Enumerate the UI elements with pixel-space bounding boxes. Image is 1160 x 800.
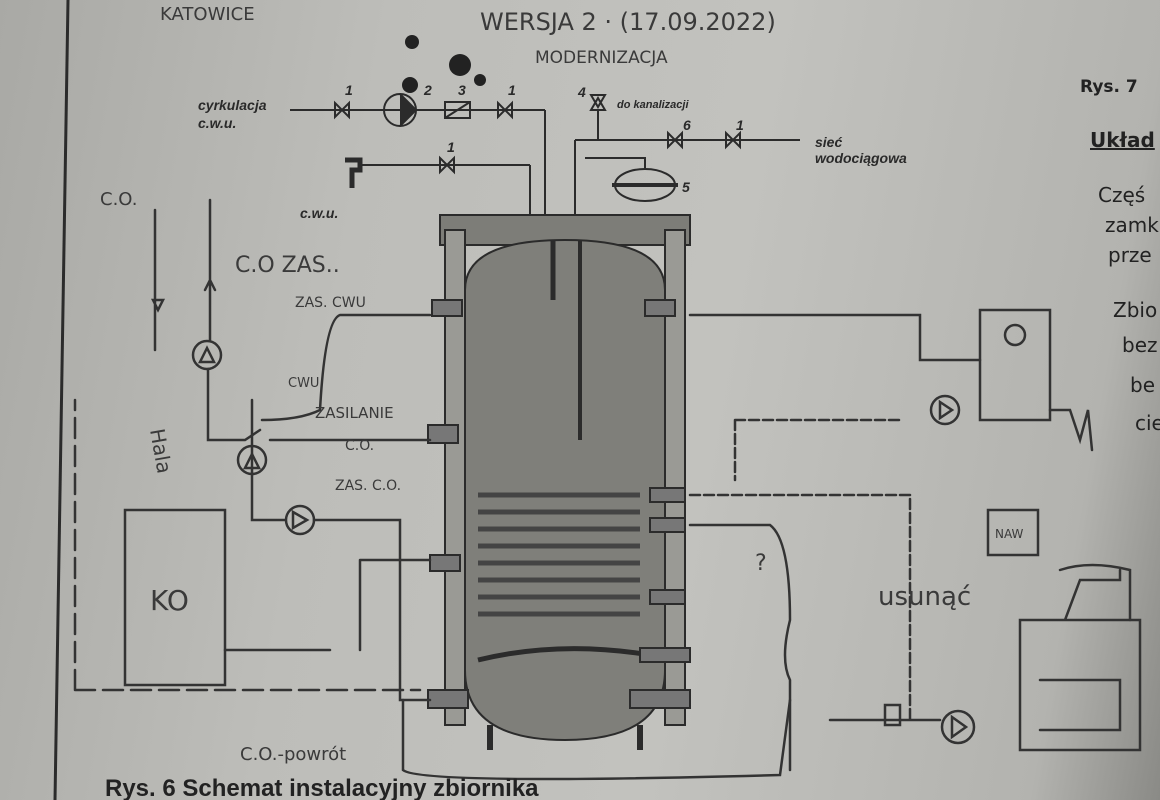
part-number: 1: [736, 117, 744, 133]
section-heading: Układ: [1090, 128, 1155, 152]
co-note: C.O.: [100, 189, 137, 210]
heating-coil: [478, 492, 640, 617]
safety-valve-icon: [589, 94, 607, 111]
filter-icon: [444, 101, 471, 119]
pump-icon: [284, 504, 316, 536]
cwu-label: c.w.u.: [198, 115, 236, 131]
co-supply-note: C.O ZAS..: [235, 253, 340, 278]
part-number: 1: [447, 139, 455, 155]
supply-note: ZASILANIE: [315, 404, 394, 422]
pump-icon: [191, 339, 223, 371]
ink-blot: [402, 35, 486, 93]
body-text-line: prze: [1108, 243, 1152, 267]
question-mark: ?: [755, 551, 767, 576]
boiler-ko: [123, 508, 227, 687]
valve-icon: [497, 100, 513, 120]
boiler-label: KO: [150, 584, 189, 617]
part-number: 1: [508, 82, 516, 98]
hall-note: Hala: [145, 427, 176, 476]
part-number: 4: [577, 84, 586, 100]
tap-icon: [345, 157, 363, 188]
co-note: C.O.: [345, 438, 374, 454]
page-border-line: [53, 0, 70, 800]
body-text-line: Zbio: [1113, 298, 1157, 322]
cwu-supply-note: ZAS. CWU: [295, 295, 366, 311]
naw-label: NAW: [995, 527, 1024, 541]
figure-caption: Rys. 6 Schemat instalacyjny zbiornika: [105, 775, 539, 800]
co-supply-note: ZAS. C.O.: [335, 478, 401, 494]
circulation-label: cyrkulacja: [198, 97, 267, 113]
valve-icon: [883, 703, 902, 727]
pump-icon: [940, 709, 976, 745]
body-text-line: bez: [1122, 333, 1158, 357]
valve-icon: [334, 100, 350, 120]
pump-icon: [929, 394, 961, 426]
body-text-line: zamk: [1105, 213, 1159, 237]
heat-exchanger-box: [978, 308, 1052, 422]
cwu-tap-label: c.w.u.: [300, 205, 338, 221]
part-number: 2: [423, 82, 432, 98]
valve-icon: [439, 155, 455, 175]
part-number: 3: [458, 82, 466, 98]
mains-label-2: wodociągowa: [815, 150, 907, 166]
part-number: 1: [345, 82, 353, 98]
valve-icon: [667, 130, 741, 150]
modernization-note: MODERNIZACJA: [535, 48, 668, 68]
remove-note: usunąć: [878, 582, 971, 612]
figure-7-label: Rys. 7: [1080, 77, 1138, 97]
mains-label: sieć: [815, 134, 842, 150]
storage-tank: [464, 238, 666, 742]
city-note: KATOWICE: [160, 4, 255, 25]
naw-box: [986, 508, 1040, 557]
version-note: WERSJA 2 · (17.09.2022): [480, 8, 776, 36]
body-text-line: cie: [1135, 411, 1160, 435]
cwu-note: CWU: [288, 376, 319, 391]
co-return-note: C.O.-powrót: [240, 744, 346, 765]
part-number: 5: [682, 179, 690, 195]
part-number: 6: [683, 117, 691, 133]
stove-drawing: [1018, 568, 1142, 752]
body-text-line: be: [1130, 373, 1155, 397]
sewer-label: do kanalizacji: [617, 99, 689, 111]
body-text-line: Częś: [1098, 183, 1145, 207]
